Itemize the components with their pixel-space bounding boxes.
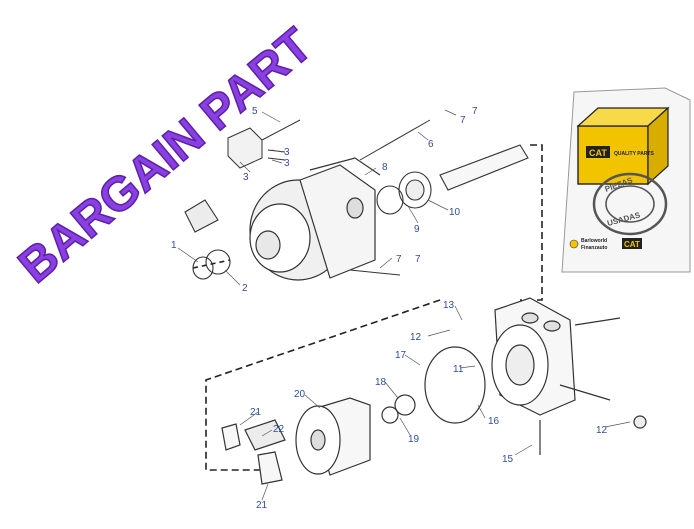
callout-7d: 7 bbox=[415, 254, 421, 265]
callout-12b: 12 bbox=[596, 425, 608, 436]
callout-2: 2 bbox=[242, 283, 248, 294]
promo-card: CAT QUALITY PARTS PIEZAS USADAS Barlowor… bbox=[561, 87, 691, 273]
callout-18: 18 bbox=[375, 377, 387, 388]
callout-15: 15 bbox=[502, 454, 514, 465]
valve-housing bbox=[424, 297, 647, 455]
callout-17: 17 bbox=[395, 350, 407, 361]
callout-labels: 1 2 3 3 3 5 6 7 7 7 7 8 9 10 13 12 17 11… bbox=[171, 106, 608, 511]
piezas-usadas-stamp bbox=[592, 172, 668, 236]
callout-3c: 3 bbox=[284, 158, 290, 169]
cat-logo-text: CAT bbox=[589, 148, 607, 158]
callout-7b: 7 bbox=[460, 115, 466, 126]
shaft-and-bearing bbox=[184, 144, 529, 280]
rotor-group bbox=[221, 394, 416, 485]
callout-21a: 21 bbox=[250, 407, 262, 418]
callout-20: 20 bbox=[294, 389, 306, 400]
callout-3a: 3 bbox=[243, 172, 249, 183]
callout-21b: 21 bbox=[256, 500, 268, 511]
callout-11: 11 bbox=[453, 364, 464, 375]
dealer-line-2: Finanzauto bbox=[581, 245, 607, 251]
dealer-line-1: Barloworld bbox=[581, 238, 607, 244]
callout-8: 8 bbox=[382, 162, 388, 173]
cat-logo-bottom bbox=[622, 238, 642, 249]
callout-22: 22 bbox=[273, 424, 285, 435]
callout-19: 19 bbox=[408, 434, 420, 445]
promo-tagline: QUALITY PARTS bbox=[614, 151, 654, 157]
callout-16: 16 bbox=[488, 416, 500, 427]
callout-13: 13 bbox=[443, 300, 455, 311]
callout-10: 10 bbox=[449, 207, 461, 218]
cat-logo-bottom-text: CAT bbox=[624, 240, 640, 249]
motor-housing bbox=[249, 157, 381, 281]
callout-3b: 3 bbox=[284, 147, 290, 158]
sensor-block bbox=[227, 119, 431, 276]
callout-9: 9 bbox=[414, 224, 420, 235]
callout-7a: 7 bbox=[472, 106, 478, 117]
callout-7c: 7 bbox=[396, 254, 402, 265]
callout-6: 6 bbox=[428, 139, 434, 150]
callout-1: 1 bbox=[171, 240, 177, 251]
callout-5: 5 bbox=[252, 106, 258, 117]
callout-12a: 12 bbox=[410, 332, 422, 343]
cat-logo-top bbox=[586, 146, 610, 158]
leader-lines bbox=[177, 109, 631, 501]
